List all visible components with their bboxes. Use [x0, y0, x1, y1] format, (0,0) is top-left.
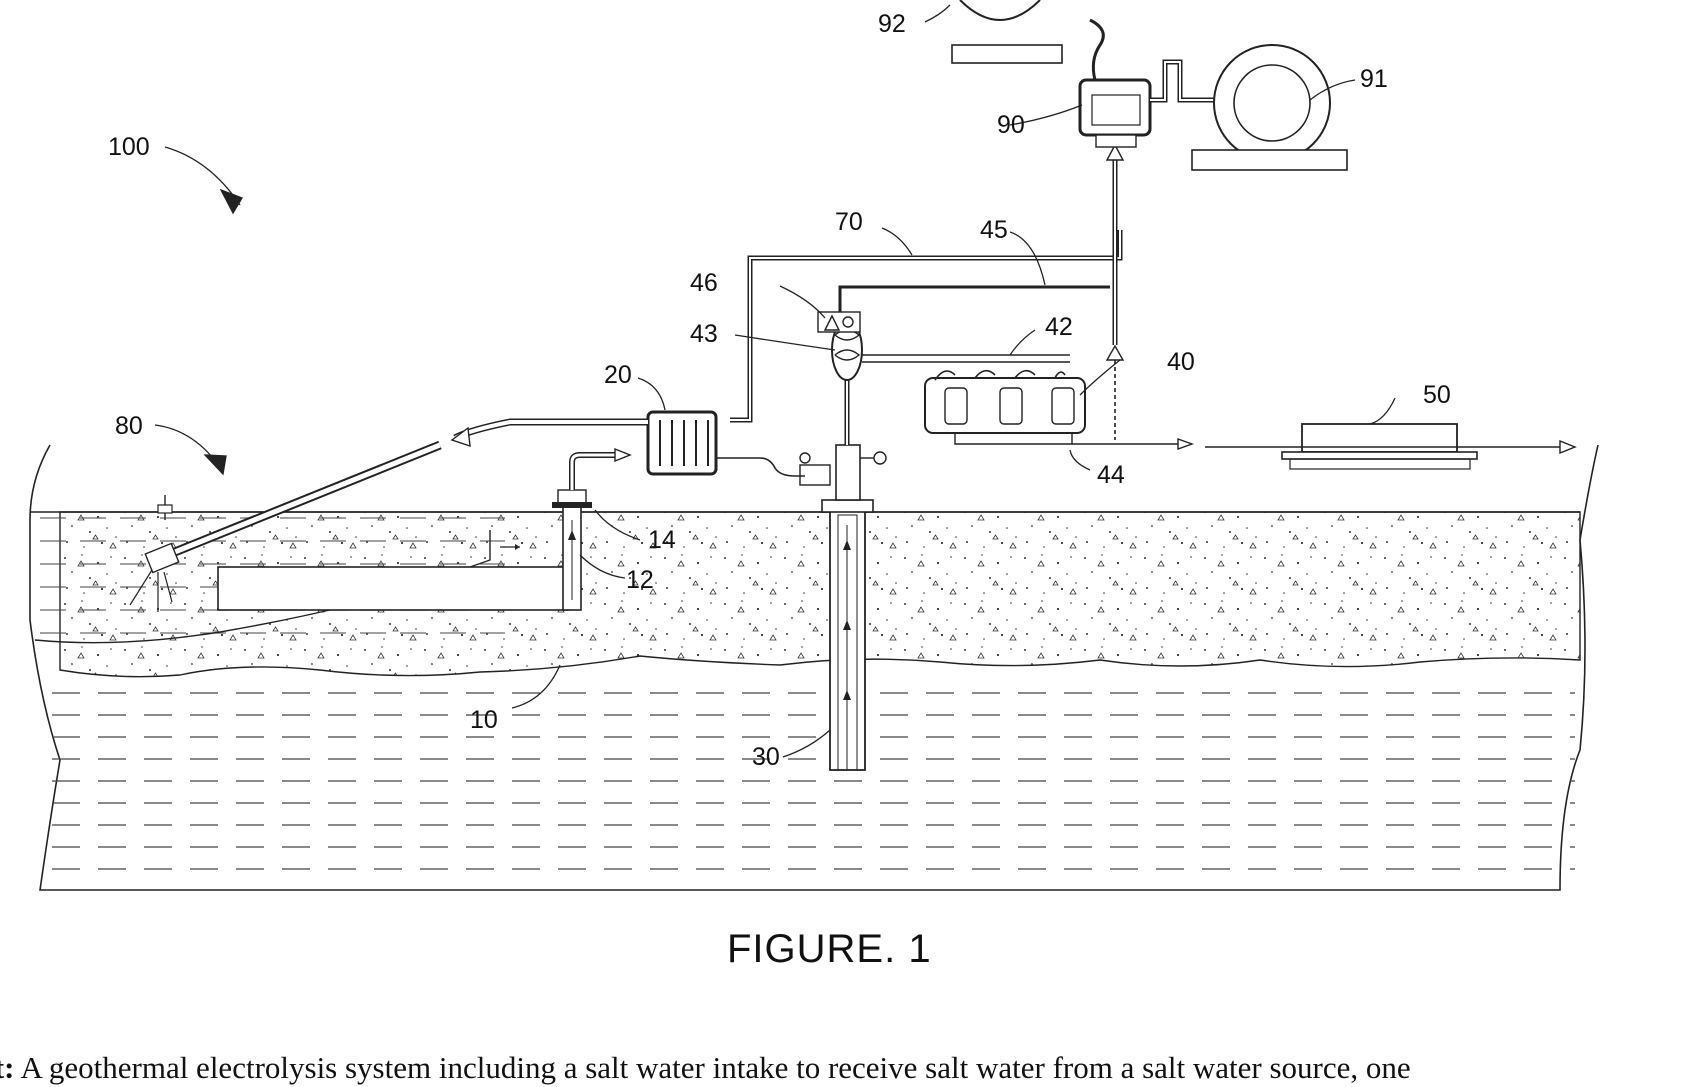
fuel-cell-system	[952, 0, 1347, 170]
label-12: 12	[626, 566, 654, 594]
abstract-text: ct: A geothermal electrolysis system inc…	[0, 1050, 1411, 1086]
label-100: 100	[108, 133, 150, 161]
label-92: 92	[878, 10, 906, 38]
label-70: 70	[835, 208, 863, 236]
label-10: 10	[470, 706, 498, 734]
label-80: 80	[115, 412, 143, 440]
label-46: 46	[690, 269, 718, 297]
label-40: 40	[1167, 348, 1195, 376]
label-91: 91	[1360, 65, 1388, 93]
abstract-label: ct:	[0, 1050, 14, 1085]
figure-caption: FIGURE. 1	[727, 927, 932, 971]
abstract-body: A geothermal electrolysis system includi…	[14, 1050, 1410, 1085]
label-14: 14	[648, 526, 676, 554]
label-43: 43	[690, 320, 718, 348]
label-42: 42	[1045, 313, 1073, 341]
electrolysis-unit	[925, 371, 1192, 449]
salt-water-layer	[50, 690, 1575, 890]
storage-unit	[1205, 424, 1575, 469]
label-90: 90	[997, 111, 1025, 139]
label-44: 44	[1097, 461, 1125, 489]
label-45: 45	[980, 216, 1008, 244]
label-30: 30	[752, 743, 780, 771]
label-20: 20	[604, 361, 632, 389]
label-50: 50	[1423, 381, 1451, 409]
